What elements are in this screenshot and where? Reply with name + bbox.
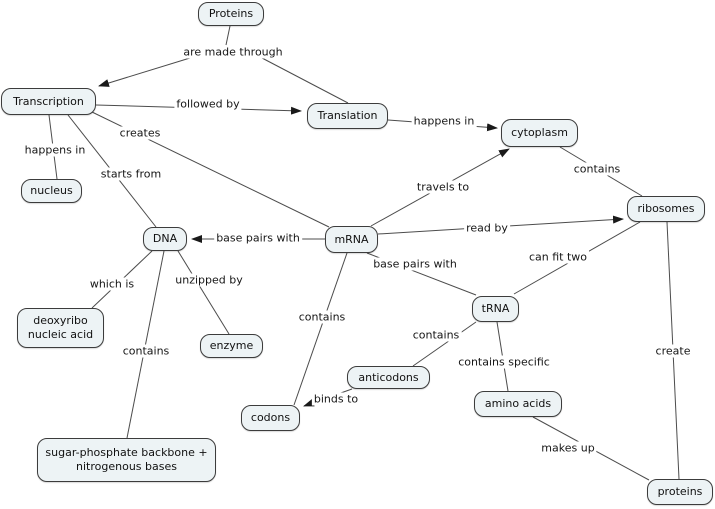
edge-label-contains-specific[interactable]: contains specific (456, 355, 552, 369)
edge-label-which-is[interactable]: which is (87, 277, 137, 291)
edge-label-followed-by[interactable]: followed by (174, 97, 242, 111)
edge-label-contains-ribosomes[interactable]: contains (571, 162, 623, 176)
edge-label-binds-to[interactable]: binds to (311, 392, 361, 406)
edge-label-base-pairs-with-trna[interactable]: base pairs with (371, 257, 459, 271)
node-codons[interactable]: codons (241, 405, 300, 431)
edge-label-happens-in-cytoplasm[interactable]: happens in (411, 114, 477, 128)
edge-label-starts-from[interactable]: starts from (98, 167, 164, 181)
edge-label-contains-codons[interactable]: contains (296, 310, 348, 324)
edge-label-creates[interactable]: creates (117, 126, 163, 140)
node-ribosomes[interactable]: ribosomes (627, 196, 705, 222)
node-sugar-phosphate-backbone[interactable]: sugar-phosphate backbone + nitrogenous b… (37, 438, 216, 482)
node-dna[interactable]: DNA (143, 227, 187, 251)
edge-label-makes-up[interactable]: makes up (539, 441, 597, 455)
edge-label-unzipped-by[interactable]: unzipped by (173, 273, 245, 287)
node-anticodons[interactable]: anticodons (347, 366, 430, 389)
node-proteins-top[interactable]: Proteins (198, 2, 264, 26)
edge-label-read-by[interactable]: read by (464, 221, 510, 235)
node-deoxyribo-nucleic-acid[interactable]: deoxyribo nucleic acid (17, 308, 104, 348)
node-transcription[interactable]: Transcription (1, 88, 96, 115)
node-enzyme[interactable]: enzyme (200, 334, 263, 358)
edge-label-contains-anticodons[interactable]: contains (410, 328, 462, 342)
edge-label-are-made-through[interactable]: are made through (181, 45, 285, 59)
edge-label-contains-backbone[interactable]: contains (120, 344, 172, 358)
node-cytoplasm[interactable]: cytoplasm (501, 119, 578, 147)
edge-label-create[interactable]: create (653, 344, 693, 358)
edge-label-base-pairs-with-dna[interactable]: base pairs with (214, 231, 302, 245)
node-mrna[interactable]: mRNA (325, 226, 378, 253)
node-amino-acids[interactable]: amino acids (474, 391, 562, 417)
node-nucleus[interactable]: nucleus (21, 179, 82, 203)
node-trna[interactable]: tRNA (472, 296, 519, 322)
edge-label-can-fit-two[interactable]: can fit two (526, 250, 590, 264)
node-translation[interactable]: Translation (307, 103, 388, 129)
edge-label-travels-to[interactable]: travels to (414, 180, 472, 194)
edge-label-happens-in-nucleus[interactable]: happens in (22, 143, 88, 157)
node-proteins-bottom[interactable]: proteins (647, 479, 713, 505)
